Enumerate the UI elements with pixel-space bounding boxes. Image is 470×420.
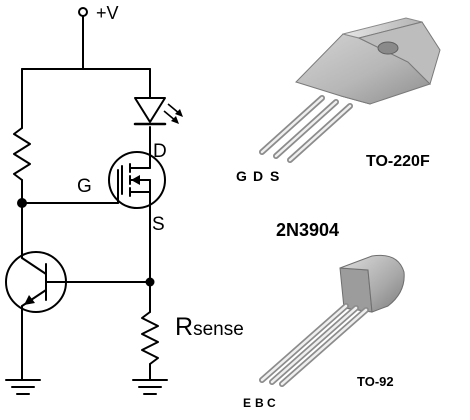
to220f-tab [357, 21, 441, 85]
led-diode-triangle [134, 97, 166, 123]
sense-resistor-label: Rsense [175, 313, 244, 341]
to92-pin-b: B [255, 396, 264, 410]
to92-body [339, 254, 405, 313]
sense-resistor [141, 311, 159, 365]
sense-resistor-label-sub: sense [193, 319, 244, 340]
to220f-pin-s: S [270, 168, 279, 184]
mosfet-gate-label: G [77, 176, 92, 197]
mosfet-body-arrow [131, 175, 140, 185]
bjt-part-number: 2N3904 [276, 220, 339, 240]
to220f-pin-d: D [253, 168, 263, 184]
to92-package-illustration [259, 254, 405, 387]
to220f-mounting-hole [377, 41, 399, 55]
to92-leads [259, 303, 369, 387]
led-light-arrows-icon [163, 103, 183, 124]
pullup-resistor [13, 127, 31, 181]
supply-terminal [78, 7, 88, 17]
to220f-leads [259, 95, 353, 163]
to92-pin-c: C [267, 396, 276, 410]
bjt-emitter-arrow [24, 295, 35, 305]
mosfet-drain-label: D [153, 141, 167, 162]
ground-symbol-right [132, 379, 168, 395]
to92-package-name: TO-92 [357, 374, 394, 389]
base-junction-dot [145, 277, 155, 287]
bjt-symbol-circle [5, 251, 67, 313]
to92-pin-e: E [243, 396, 251, 410]
bjt-collector-leg [21, 257, 47, 275]
mosfet-source-label: S [152, 214, 165, 235]
to220f-package-name: TO-220F [366, 153, 430, 170]
to220f-package-illustration [259, 17, 441, 163]
mosfet-symbol-circle [108, 151, 166, 209]
supply-label: +V [96, 3, 119, 23]
ground-symbol-left [5, 379, 41, 395]
to220f-pin-g: G [236, 168, 247, 184]
gate-junction-dot [17, 198, 27, 208]
sense-resistor-label-main: R [175, 313, 193, 341]
